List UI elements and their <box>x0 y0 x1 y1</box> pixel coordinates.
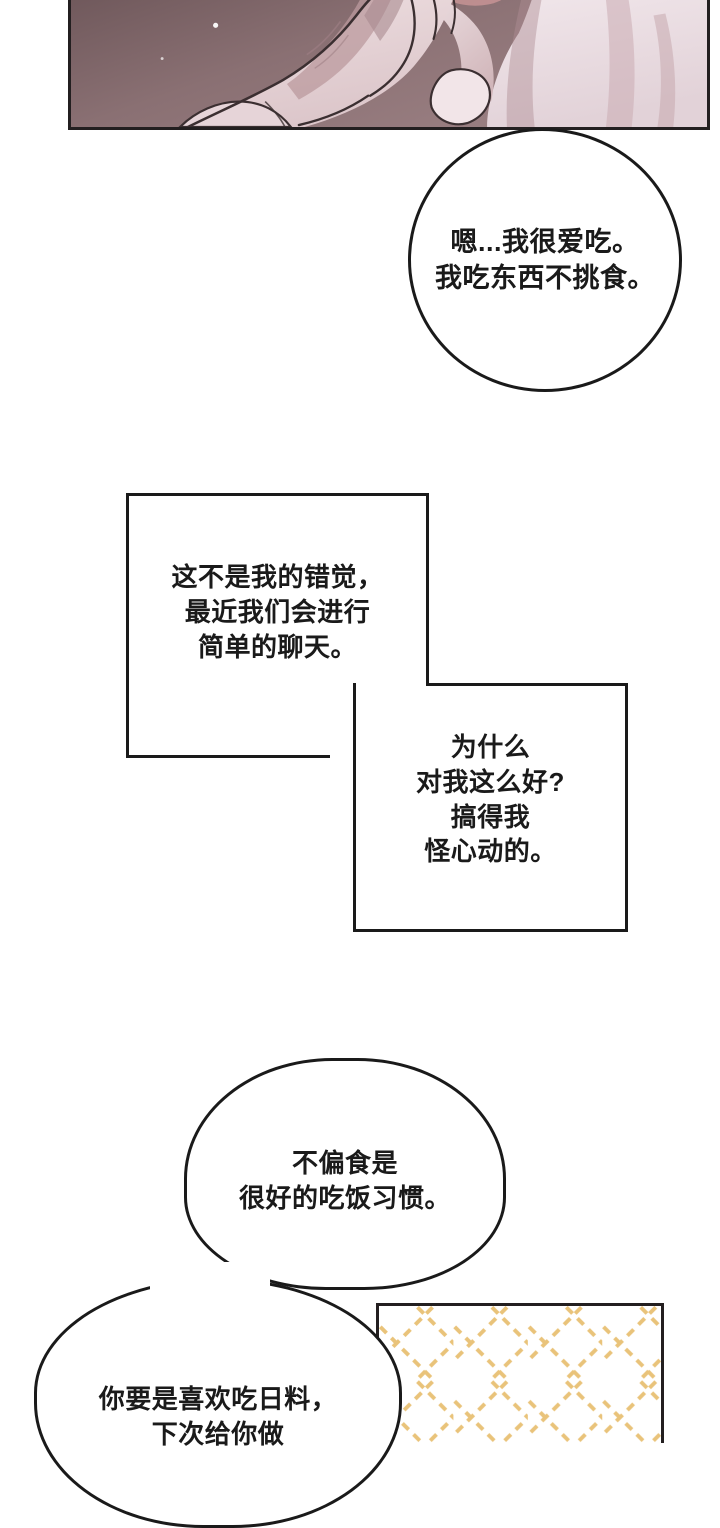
speech-bubble-1-text: 嗯...我很爱吃。 我吃东西不挑食。 <box>435 227 655 294</box>
speech-bubble-3-text: 不偏食是 很好的吃饭习惯。 <box>238 1148 451 1213</box>
comic-page: 嗯...我很爱吃。 我吃东西不挑食。 为什么 对我这么好? 搞得我 怪心动的。 … <box>34 0 710 1528</box>
speech-bubble-4: 你要是喜欢吃日料， 下次给你做 <box>34 1278 402 1528</box>
speech-bubble-1-shape <box>408 128 682 392</box>
speech-bubble-4-text: 你要是喜欢吃日料， 下次给你做 <box>98 1384 338 1449</box>
panel-bottom-argyle <box>376 1303 664 1443</box>
argyle-pattern-art <box>379 1306 661 1443</box>
narration-box-b-text: 为什么 对我这么好? 搞得我 怪心动的。 <box>416 732 565 867</box>
speech-bubble-1: 嗯...我很爱吃。 我吃东西不挑食。 <box>408 128 682 392</box>
narration-box-b-fill <box>356 686 625 929</box>
narration-box-a-text-visible: 这不是我的错觉， 最近我们会进行 简单的聊天。 <box>171 562 384 662</box>
top-illustration-art <box>71 0 707 127</box>
narration-box-b-top-edge <box>426 683 628 686</box>
panel-top-illustration <box>68 0 710 130</box>
bubble-merge-seam-mask <box>150 1262 270 1292</box>
speech-bubble-3: 不偏食是 很好的吃饭习惯。 <box>184 1058 506 1290</box>
speech-bubble-3-shape <box>184 1058 506 1290</box>
